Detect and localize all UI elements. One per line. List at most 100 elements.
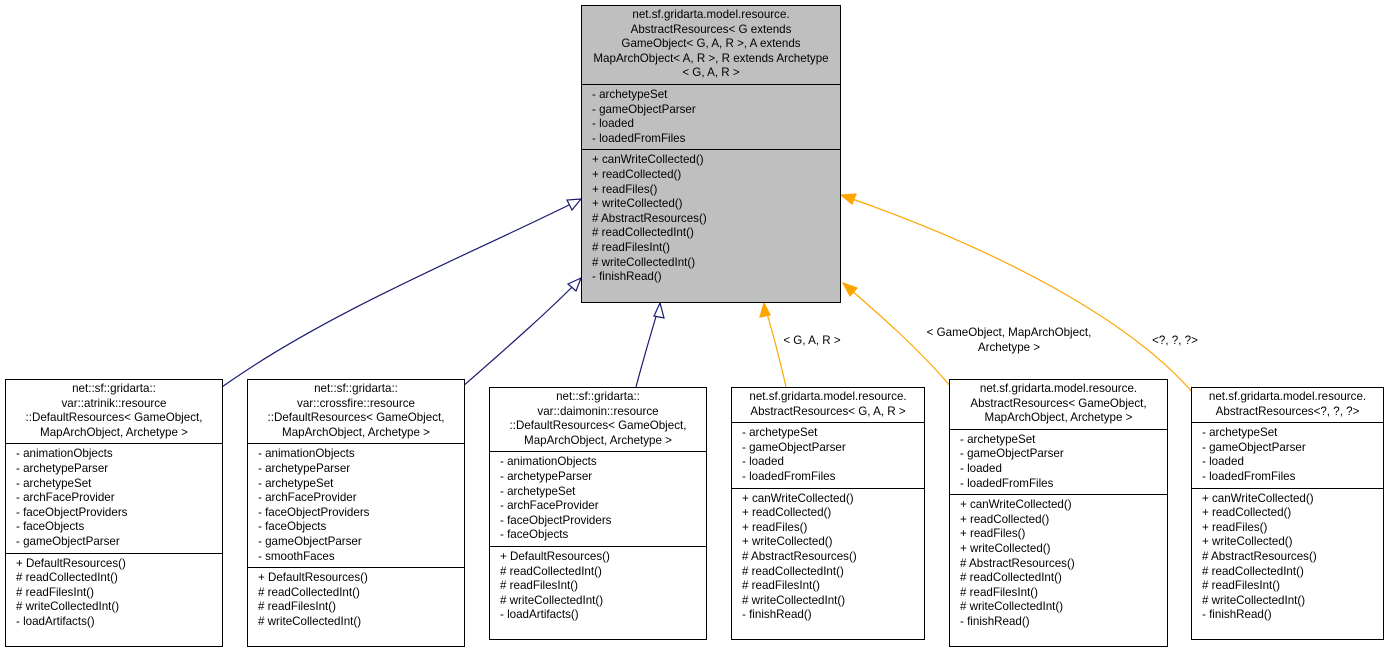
title-line: AbstractResources< GameObject, xyxy=(970,396,1147,410)
method: # readCollectedInt() xyxy=(16,571,118,585)
attribute: - loadedFromFiles xyxy=(742,469,836,483)
edge-gamobject-to-root xyxy=(842,282,952,388)
method: # readFilesInt() xyxy=(960,585,1038,599)
method: + readFiles() xyxy=(742,520,808,534)
attribute: - archFaceProvider xyxy=(16,491,115,505)
title-line: net.sf.gridarta.model.resource. xyxy=(749,390,907,403)
method: + readFiles() xyxy=(960,527,1026,541)
class-node-abstract-resources-gar[interactable]: net.sf.gridarta.model.resource. Abstract… xyxy=(731,387,925,640)
method: - loadArtifacts() xyxy=(500,608,579,622)
attribute: - animationObjects xyxy=(258,447,355,461)
method: - finishRead() xyxy=(960,614,1030,628)
method: - finishRead() xyxy=(592,270,662,284)
title-line: var::atrinik::resource xyxy=(61,396,167,410)
method: # readFilesInt() xyxy=(1202,579,1280,593)
arrowhead-daimonin xyxy=(653,301,665,319)
method: + canWriteCollected() xyxy=(592,153,704,167)
title-line: var::crossfire::resource xyxy=(297,396,415,410)
attribute: - gameObjectParser xyxy=(742,440,846,454)
attribute-list: - archetypeSet - gameObjectParser - load… xyxy=(732,422,924,487)
title-line: GameObject< G, A, R >, A extends xyxy=(621,37,801,51)
class-node-daimonin-default-resources[interactable]: net::sf::gridarta:: var::daimonin::resou… xyxy=(489,387,707,640)
method: # writeCollectedInt() xyxy=(500,593,604,607)
class-title: net.sf.gridarta.model.resource. Abstract… xyxy=(732,388,924,422)
method-list: + DefaultResources() # readCollectedInt(… xyxy=(248,567,464,632)
method: # AbstractResources() xyxy=(1202,549,1317,563)
method: # readCollectedInt() xyxy=(742,564,844,578)
method: # writeCollectedInt() xyxy=(742,593,846,607)
method: # readCollectedInt() xyxy=(1202,564,1304,578)
method: + DefaultResources() xyxy=(500,549,610,563)
method: + writeCollected() xyxy=(592,197,683,211)
attribute: - archetypeSet xyxy=(1202,426,1278,440)
edge-label-wildcard: <?, ?, ?> xyxy=(1136,334,1214,349)
attribute: - smoothFaces xyxy=(258,549,335,563)
title-line: ::DefaultResources< GameObject, xyxy=(509,419,687,433)
method: + canWriteCollected() xyxy=(960,498,1072,512)
method: + readCollected() xyxy=(1202,506,1292,520)
attribute: - loaded xyxy=(960,461,1002,475)
attribute: - archFaceProvider xyxy=(258,491,357,505)
method-list: + canWriteCollected() + readCollected() … xyxy=(1192,487,1383,626)
attribute-list: - animationObjects - archetypeParser - a… xyxy=(248,443,464,567)
class-title: net::sf::gridarta:: var::crossfire::reso… xyxy=(248,380,464,443)
title-line: AbstractResources<?, ?, ?> xyxy=(1215,404,1360,418)
attribute: - loaded xyxy=(1202,455,1244,469)
method: # writeCollectedInt() xyxy=(258,614,362,628)
title-line: ::DefaultResources< GameObject, xyxy=(267,411,445,425)
attribute: - archetypeSet xyxy=(16,476,92,490)
class-title: net.sf.gridarta.model.resource. Abstract… xyxy=(582,6,840,84)
method: # AbstractResources() xyxy=(742,549,857,563)
attribute: - gameObjectParser xyxy=(960,447,1064,461)
attribute: - animationObjects xyxy=(16,447,113,461)
attribute: - loadedFromFiles xyxy=(1202,469,1296,483)
attribute: - archetypeSet xyxy=(960,432,1036,446)
attribute-list: - archetypeSet - gameObjectParser - load… xyxy=(950,428,1167,494)
class-node-abstract-resources-wildcard[interactable]: net.sf.gridarta.model.resource. Abstract… xyxy=(1191,387,1384,640)
attribute: - archetypeParser xyxy=(258,461,351,475)
attribute: - faceObjects xyxy=(258,520,327,534)
class-node-atrinik-default-resources[interactable]: net::sf::gridarta:: var::atrinik::resour… xyxy=(5,379,223,647)
title-line: MapArchObject, Archetype > xyxy=(984,411,1133,425)
class-node-crossfire-default-resources[interactable]: net::sf::gridarta:: var::crossfire::reso… xyxy=(247,379,465,647)
attribute: - loadedFromFiles xyxy=(960,476,1054,490)
class-title: net::sf::gridarta:: var::daimonin::resou… xyxy=(490,388,706,451)
method: + writeCollected() xyxy=(742,535,833,549)
arrowhead-atrinik xyxy=(566,198,583,212)
class-node-abstract-resources-gameobject[interactable]: net.sf.gridarta.model.resource. Abstract… xyxy=(949,379,1168,647)
method: # readFilesInt() xyxy=(742,579,820,593)
edge-label-gameobject: < GameObject, MapArchObject, Archetype > xyxy=(900,326,1118,355)
title-line: MapArchObject, Archetype > xyxy=(282,425,430,439)
title-line: net::sf::gridarta:: xyxy=(72,382,156,395)
attribute: - faceObjects xyxy=(16,520,85,534)
arrowhead-gar xyxy=(759,301,771,318)
title-line: net.sf.gridarta.model.resource. xyxy=(979,382,1138,395)
attribute: - archetypeSet xyxy=(592,87,668,101)
attribute: - loadedFromFiles xyxy=(592,131,686,145)
method: - loadArtifacts() xyxy=(16,614,95,628)
class-title: net.sf.gridarta.model.resource. Abstract… xyxy=(1192,388,1383,422)
method: + DefaultResources() xyxy=(16,556,126,570)
title-line: net.sf.gridarta.model.resource. xyxy=(632,8,790,21)
method: - finishRead() xyxy=(1202,608,1272,622)
title-line: MapArchObject, Archetype > xyxy=(524,433,672,447)
edge-label-gar: < G, A, R > xyxy=(770,334,854,349)
method: # writeCollectedInt() xyxy=(960,600,1064,614)
method: # writeCollectedInt() xyxy=(1202,593,1306,607)
edge-wildcard-to-root xyxy=(840,194,1194,394)
method: # readFilesInt() xyxy=(592,240,670,254)
edge-label-line: < G, A, R > xyxy=(783,334,841,347)
attribute: - archFaceProvider xyxy=(500,499,599,513)
arrowhead-crossfire xyxy=(566,276,583,293)
attribute: - faceObjects xyxy=(500,528,569,542)
method: # readCollectedInt() xyxy=(258,585,360,599)
attribute: - archetypeSet xyxy=(258,476,334,490)
attribute: - archetypeParser xyxy=(16,461,109,475)
class-node-abstract-resources-root[interactable]: net.sf.gridarta.model.resource. Abstract… xyxy=(581,5,841,303)
method: # readFilesInt() xyxy=(16,585,94,599)
attribute-list: - animationObjects - archetypeParser - a… xyxy=(490,451,706,546)
method: # readFilesInt() xyxy=(500,579,578,593)
method: # readCollectedInt() xyxy=(592,226,694,240)
title-line: var::daimonin::resource xyxy=(537,404,659,418)
